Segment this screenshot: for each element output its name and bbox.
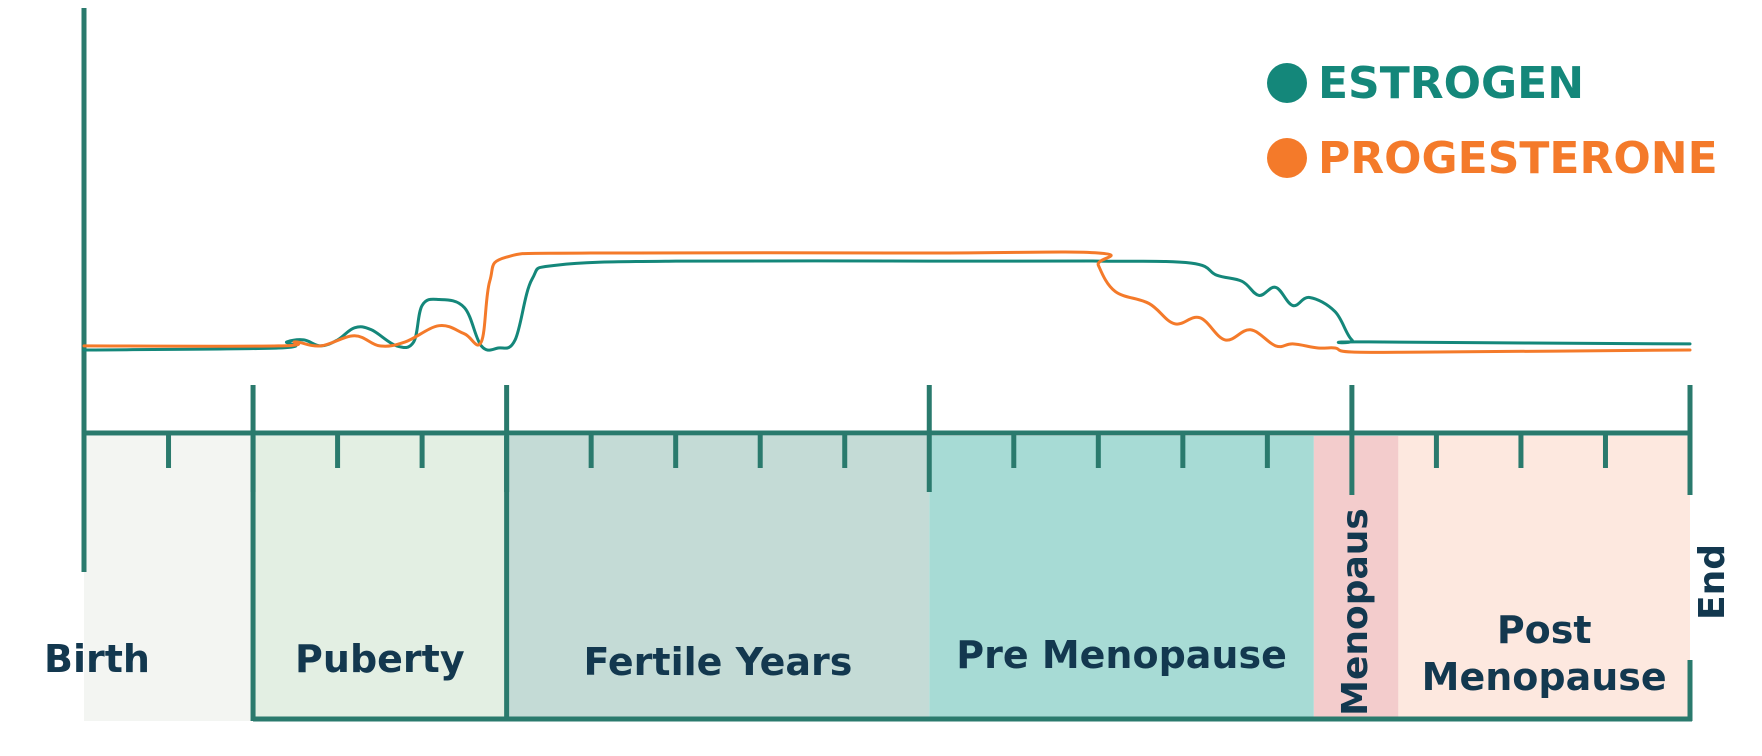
legend-dot-progesterone <box>1267 138 1307 178</box>
legend-label-progesterone: PROGESTERONE <box>1318 133 1718 184</box>
stage-label-end: End <box>1692 544 1733 620</box>
stage-label-menopause: Menopaus <box>1335 508 1376 716</box>
estrogen-line <box>82 259 1692 352</box>
axes <box>81 8 1693 722</box>
stage-label-pre-menopause: Pre Menopause <box>956 633 1287 677</box>
band-fertile-years <box>506 436 930 721</box>
progesterone-line <box>82 250 1692 354</box>
stage-bands <box>84 436 1690 721</box>
stage-label-puberty: Puberty <box>295 637 465 681</box>
stage-label-fertile-years: Fertile Years <box>583 640 852 684</box>
stage-label-post: Post <box>1497 608 1592 652</box>
stage-label-post-menopause: Menopause <box>1422 655 1667 699</box>
legend-dot-estrogen <box>1267 63 1307 103</box>
band-puberty <box>253 436 507 721</box>
stage-label-birth: Birth <box>44 637 150 681</box>
series-lines <box>82 250 1692 354</box>
axis-ticks <box>81 385 1693 495</box>
legend: ESTROGEN PROGESTERONE <box>1267 58 1718 184</box>
band-pre-menopause <box>929 436 1314 721</box>
band-birth <box>84 436 254 721</box>
band-menopause <box>1313 436 1399 721</box>
legend-label-estrogen: ESTROGEN <box>1318 58 1584 109</box>
band-post-menopause <box>1398 436 1690 721</box>
